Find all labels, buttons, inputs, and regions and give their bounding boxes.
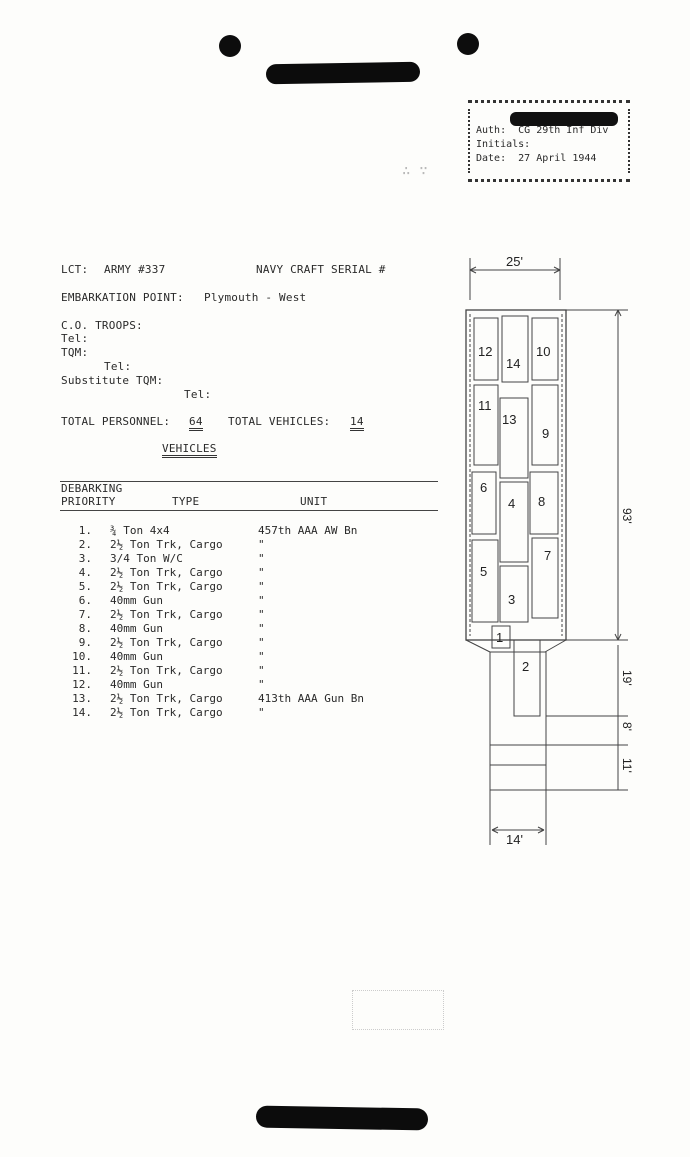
row-priority: 6. bbox=[78, 594, 92, 607]
authority-stamp: Auth: CG 29th Inf Div Initials: Date: 27… bbox=[468, 100, 630, 182]
row-type: 2½ Ton Trk, Cargo bbox=[110, 706, 223, 719]
total-personnel-label: TOTAL PERSONNEL: bbox=[61, 415, 171, 428]
total-vehicles-value: 14 bbox=[350, 415, 364, 431]
total-vehicles-label: TOTAL VEHICLES: bbox=[228, 415, 331, 428]
co-troops-label: C.O. TROOPS: bbox=[61, 319, 143, 332]
dimension-length: 93' bbox=[620, 508, 634, 524]
row-type: 2½ Ton Trk, Cargo bbox=[110, 580, 223, 593]
slot-label: 10 bbox=[536, 344, 550, 359]
slot-label: 8 bbox=[538, 494, 545, 509]
dimension-stern-c: 11' bbox=[620, 758, 634, 773]
row-priority: 3. bbox=[78, 552, 92, 565]
row-priority: 2. bbox=[78, 538, 92, 551]
row-priority: 5. bbox=[78, 580, 92, 593]
slot-label: 5 bbox=[480, 564, 487, 579]
total-personnel-value: 64 bbox=[189, 415, 203, 431]
table-top-rule bbox=[60, 481, 438, 482]
slot-label: 9 bbox=[542, 426, 549, 441]
stamp-initials: Initials: bbox=[476, 139, 549, 150]
row-unit: " bbox=[258, 538, 265, 551]
slot-label: 4 bbox=[508, 496, 515, 511]
dimension-top-width: 25' bbox=[506, 254, 523, 269]
lct-value: ARMY #337 bbox=[104, 263, 166, 276]
row-unit: " bbox=[258, 636, 265, 649]
row-unit: " bbox=[258, 566, 265, 579]
row-unit: " bbox=[258, 552, 265, 565]
row-unit: " bbox=[258, 650, 265, 663]
row-type: 40mm Gun bbox=[110, 622, 163, 635]
redaction-bottom bbox=[255, 1105, 429, 1131]
stamp-date: Date: 27 April 1944 bbox=[476, 153, 597, 164]
slot-label: 11 bbox=[478, 398, 492, 413]
substitute-tqm-tel: Tel: bbox=[184, 388, 212, 401]
row-priority: 11. bbox=[72, 664, 92, 677]
slot-label: 2 bbox=[522, 659, 529, 674]
slot-label: 12 bbox=[478, 344, 492, 359]
row-unit: " bbox=[258, 664, 265, 677]
row-unit: 457th AAA AW Bn bbox=[258, 524, 358, 537]
slot-label: 14 bbox=[506, 356, 520, 371]
column-priority-line2: PRIORITY bbox=[61, 495, 116, 508]
column-type: TYPE bbox=[172, 495, 200, 508]
co-troops-tel: Tel: bbox=[61, 332, 89, 345]
punch-hole-left bbox=[219, 35, 241, 57]
slot-label: 3 bbox=[508, 592, 515, 607]
row-priority: 4. bbox=[78, 566, 92, 579]
row-type: 2½ Ton Trk, Cargo bbox=[110, 692, 223, 705]
punch-hole-right bbox=[457, 33, 479, 55]
row-unit: " bbox=[258, 594, 265, 607]
dimension-stern-a: 19' bbox=[620, 670, 634, 686]
slot-label: 1 bbox=[496, 630, 503, 645]
column-priority-line1: DEBARKING bbox=[61, 482, 123, 495]
row-unit: 413th AAA Gun Bn bbox=[258, 692, 364, 705]
lct-label: LCT: bbox=[61, 263, 89, 276]
row-type: 2½ Ton Trk, Cargo bbox=[110, 566, 223, 579]
vehicles-heading: VEHICLES bbox=[162, 442, 217, 458]
embarkation-label: EMBARKATION POINT: bbox=[61, 291, 184, 304]
row-priority: 14. bbox=[72, 706, 92, 719]
row-unit: " bbox=[258, 706, 265, 719]
row-priority: 7. bbox=[78, 608, 92, 621]
tqm-tel: Tel: bbox=[104, 360, 132, 373]
row-priority: 12. bbox=[72, 678, 92, 691]
column-unit: UNIT bbox=[300, 495, 328, 508]
row-type: 40mm Gun bbox=[110, 594, 163, 607]
row-priority: 13. bbox=[72, 692, 92, 705]
row-type: 40mm Gun bbox=[110, 650, 163, 663]
bleed-mark-2 bbox=[352, 990, 444, 1030]
row-type: 3/4 Ton W/C bbox=[110, 552, 183, 565]
navy-craft-serial: NAVY CRAFT SERIAL # bbox=[256, 263, 386, 276]
bleed-mark-1: ∴ ∵ bbox=[402, 163, 428, 179]
redaction-top bbox=[265, 61, 421, 85]
stamp-auth: Auth: CG 29th Inf Div bbox=[476, 125, 609, 136]
row-priority: 10. bbox=[72, 650, 92, 663]
row-unit: " bbox=[258, 580, 265, 593]
row-priority: 8. bbox=[78, 622, 92, 635]
stamp-redaction bbox=[510, 112, 618, 126]
row-unit: " bbox=[258, 622, 265, 635]
row-type: ¾ Ton 4x4 bbox=[110, 524, 170, 537]
slot-label: 7 bbox=[544, 548, 551, 563]
substitute-tqm-label: Substitute TQM: bbox=[61, 374, 164, 387]
slot-label: 6 bbox=[480, 480, 487, 495]
row-priority: 9. bbox=[78, 636, 92, 649]
slot-label: 13 bbox=[502, 412, 516, 427]
row-type: 40mm Gun bbox=[110, 678, 163, 691]
row-unit: " bbox=[258, 678, 265, 691]
table-header-rule bbox=[60, 510, 438, 511]
row-unit: " bbox=[258, 608, 265, 621]
row-type: 2½ Ton Trk, Cargo bbox=[110, 608, 223, 621]
dimension-bottom-width: 14' bbox=[506, 832, 523, 847]
embarkation-value: Plymouth - West bbox=[204, 291, 307, 304]
row-priority: 1. bbox=[78, 524, 92, 537]
craft-loading-diagram: 25' 12 14 10 11 13 9 6 4 8 5 3 7 1 2 14'… bbox=[465, 254, 634, 847]
row-type: 2½ Ton Trk, Cargo bbox=[110, 664, 223, 677]
row-type: 2½ Ton Trk, Cargo bbox=[110, 636, 223, 649]
row-type: 2½ Ton Trk, Cargo bbox=[110, 538, 223, 551]
tqm-label: TQM: bbox=[61, 346, 89, 359]
dimension-stern-b: 8' bbox=[620, 722, 634, 731]
